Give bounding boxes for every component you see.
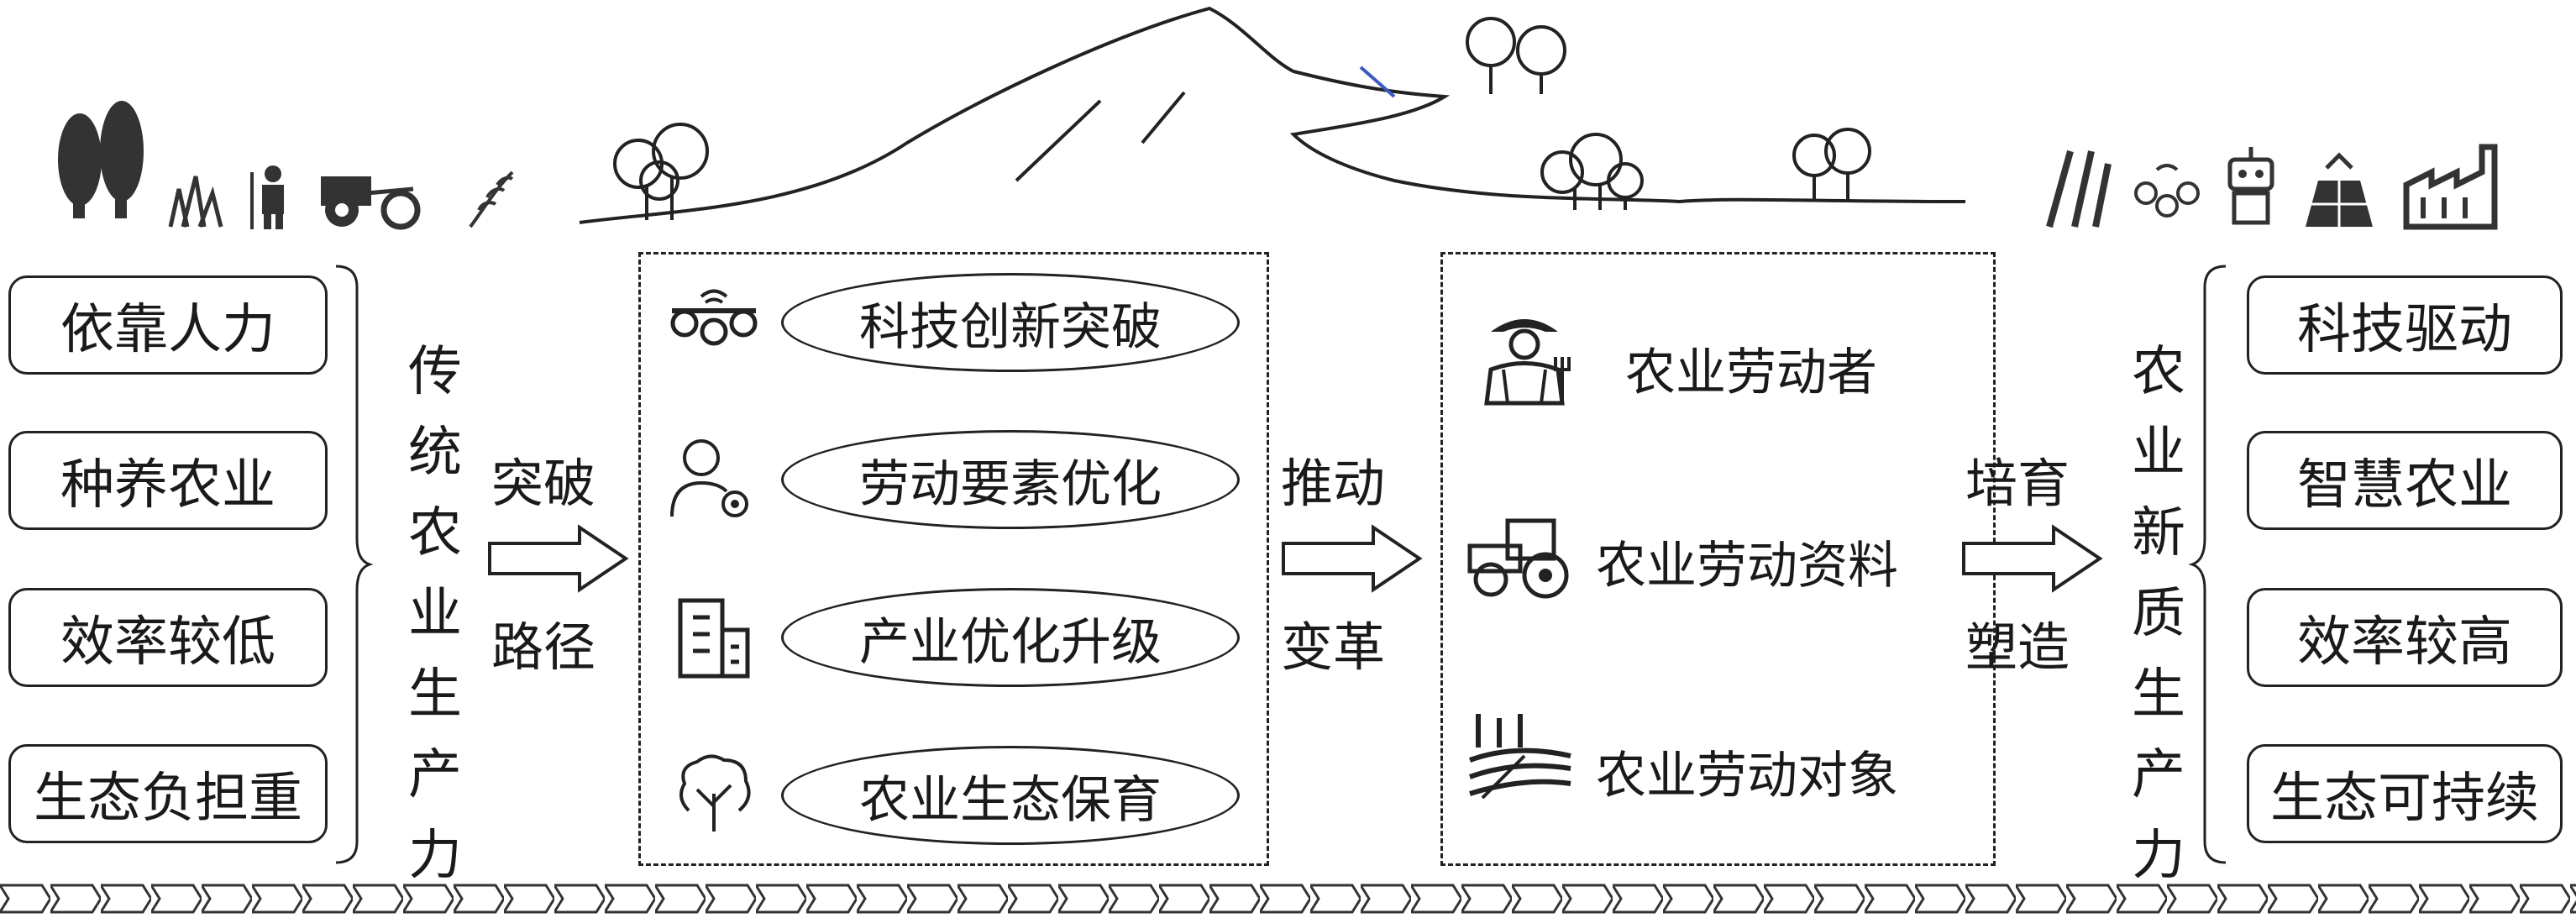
- wheat-icon: [469, 170, 514, 228]
- tree-icon: [1466, 17, 1566, 94]
- right-box-1: 科技驱动: [2247, 275, 2563, 375]
- person-gear-icon: [670, 439, 748, 517]
- robot-icon: [2227, 147, 2274, 225]
- tractor-icon: [1467, 518, 1569, 599]
- field-icon: [1468, 714, 1571, 800]
- building-icon: [678, 598, 750, 679]
- arrow1-top-label: 突破: [491, 453, 596, 514]
- left-box-2: 种养农业: [8, 431, 328, 530]
- right-box-2: 智慧农业: [2247, 431, 2563, 530]
- tree-icon: [1540, 133, 1644, 210]
- right-item-3: 农业劳动对象: [1596, 747, 1898, 805]
- arrow2-top-label: 推动: [1281, 453, 1386, 514]
- left-box-3: 效率较低: [8, 588, 328, 687]
- left-title: 传统农业生产力: [408, 341, 462, 887]
- chevron-band: [0, 882, 2576, 915]
- arrow3-bottom-label: 塑造: [1965, 616, 2070, 678]
- middle-oval-1: 科技创新突破: [781, 273, 1240, 372]
- wheat-icon: [2046, 150, 2112, 228]
- arrow-right-icon: [488, 524, 629, 593]
- left-box-4: 生态负担重: [8, 744, 328, 843]
- trees-icon: [58, 101, 144, 218]
- tree-icon: [679, 754, 751, 831]
- arrow-right-icon: [1282, 524, 1423, 593]
- middle-oval-3: 产业优化升级: [781, 588, 1240, 687]
- drone-icon: [670, 289, 758, 346]
- farmer-icon: [1484, 319, 1571, 406]
- right-item-1: 农业劳动者: [1625, 344, 1877, 402]
- right-item-2: 农业劳动资料: [1596, 537, 1898, 595]
- left-box-1: 依靠人力: [8, 275, 328, 375]
- tree-icon: [1792, 128, 1871, 202]
- arrow1-bottom-label: 路径: [491, 616, 596, 678]
- middle-oval-2: 劳动要素优化: [781, 430, 1240, 529]
- left-bracket: [335, 265, 374, 864]
- grass-icon: [168, 176, 223, 228]
- arrow3-top-label: 培育: [1965, 453, 2070, 514]
- arrow-right-icon: [1962, 524, 2103, 593]
- tree-icon: [613, 123, 709, 220]
- solar-panel-icon: [2306, 152, 2373, 227]
- middle-dashed-box: [638, 252, 1269, 866]
- farmer-icon: [250, 165, 284, 229]
- arrow2-bottom-label: 变革: [1281, 616, 1386, 678]
- right-title: 农业新质生产力: [2132, 341, 2185, 887]
- right-bracket: [2188, 265, 2227, 864]
- drone-icon: [2134, 164, 2200, 218]
- right-box-4: 生态可持续: [2247, 744, 2563, 843]
- right-box-3: 效率较高: [2247, 588, 2563, 687]
- factory-icon: [2403, 144, 2498, 230]
- middle-oval-4: 农业生态保育: [781, 746, 1240, 845]
- tractor-icon: [321, 176, 421, 230]
